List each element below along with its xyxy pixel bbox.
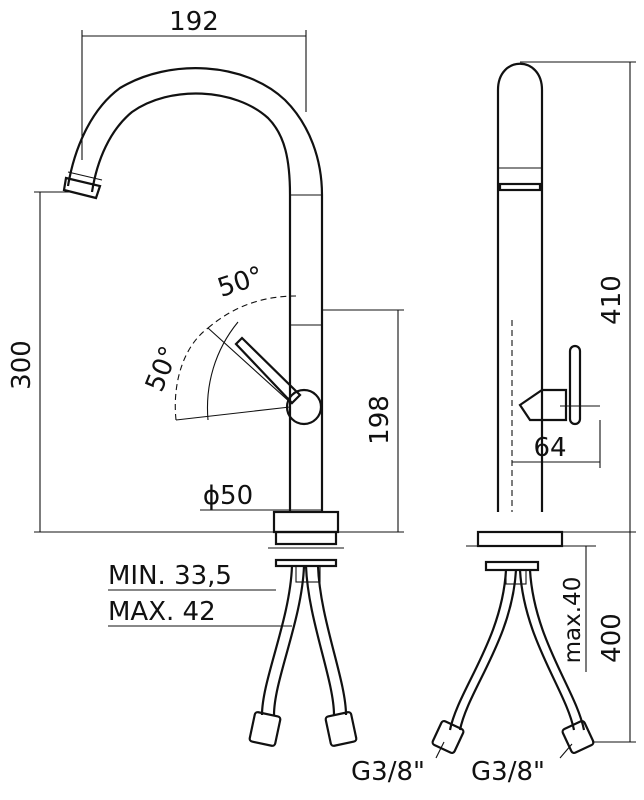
max-label: MAX. 42 bbox=[108, 597, 216, 627]
side-body bbox=[496, 62, 544, 512]
dim-64-label: 64 bbox=[533, 433, 566, 463]
base-flange bbox=[272, 510, 340, 534]
front-view bbox=[62, 67, 358, 747]
side-handle-body bbox=[518, 388, 568, 422]
dim-198-label: 198 bbox=[365, 395, 395, 445]
base-mount bbox=[274, 530, 338, 546]
spout-outer-curve bbox=[66, 67, 324, 196]
lock-nut bbox=[274, 558, 338, 568]
dim-max40-label: max.40 bbox=[560, 577, 586, 664]
dim-phi50-label: ϕ50 bbox=[203, 481, 253, 511]
hose-left-b bbox=[272, 565, 306, 716]
lever-hub bbox=[285, 388, 323, 426]
side-hose-left-b bbox=[458, 569, 518, 731]
thread-left-leader bbox=[435, 741, 445, 759]
hose-nut-right bbox=[324, 711, 358, 747]
thread-right-label: G3/8" bbox=[471, 757, 545, 787]
angle-side-label: 50° bbox=[140, 342, 185, 396]
hose-nut-left bbox=[248, 711, 282, 747]
thread-left-label: G3/8" bbox=[351, 757, 425, 787]
lever-swing-arc-inner bbox=[206, 321, 239, 421]
side-lever bbox=[568, 344, 582, 426]
side-hose-right-b bbox=[528, 569, 586, 731]
aerator bbox=[62, 176, 102, 200]
spout-inner-curve bbox=[90, 92, 292, 196]
lever-swing-arc-top bbox=[207, 295, 297, 329]
side-dimensions: 410 64 max.40 400 G3/8" G3/8" bbox=[351, 61, 636, 787]
lever-swing-arc-outer bbox=[174, 327, 209, 421]
thread-right-leader bbox=[559, 743, 573, 759]
hose-right-a bbox=[304, 565, 336, 716]
side-nut-right bbox=[561, 720, 595, 754]
side-hose-right-a bbox=[518, 569, 576, 731]
side-aerator bbox=[498, 182, 542, 192]
lever-handle bbox=[234, 336, 302, 405]
hose-left-a bbox=[260, 565, 294, 716]
side-view bbox=[431, 62, 600, 754]
dim-300-label: 300 bbox=[7, 340, 37, 390]
side-nut-left bbox=[431, 720, 465, 754]
lever-rest-line bbox=[175, 406, 291, 421]
side-base bbox=[476, 530, 564, 548]
dim-400-label: 400 bbox=[597, 613, 627, 663]
dim-410-label: 410 bbox=[597, 275, 627, 325]
angle-top-label: 50° bbox=[214, 261, 267, 304]
lever-mid-line bbox=[207, 327, 293, 405]
front-dimensions: 192 300 198 ϕ50 50° 50° MIN. 33,5 MAX. 4… bbox=[7, 7, 404, 627]
side-lock-nut bbox=[484, 560, 540, 572]
hose-right-b bbox=[316, 565, 348, 716]
dim-192-label: 192 bbox=[169, 7, 219, 37]
aerator-ring bbox=[67, 171, 103, 181]
side-hose-left-a bbox=[448, 569, 508, 731]
min-label: MIN. 33,5 bbox=[108, 561, 232, 591]
